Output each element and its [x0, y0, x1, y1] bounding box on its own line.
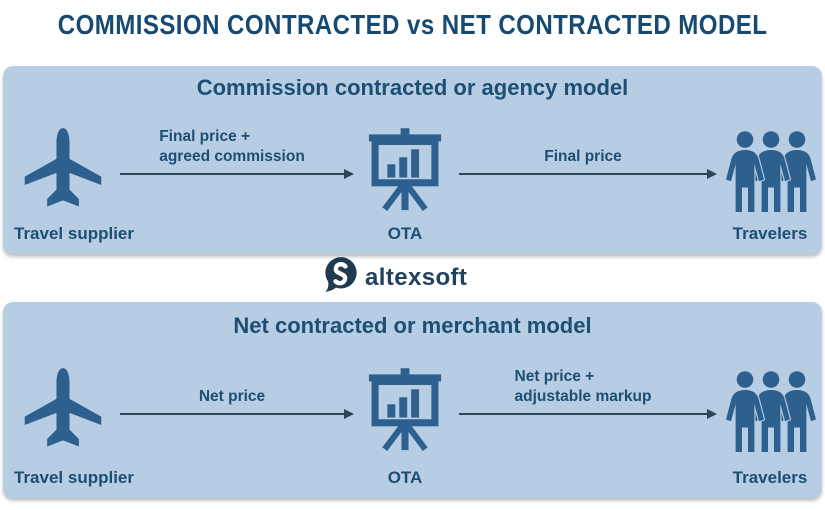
- flow-line-1: Net price +: [514, 368, 595, 385]
- flow-label-ota-to-travelers: Net price + adjustable markup: [459, 367, 707, 407]
- travelers-label: Travelers: [732, 224, 808, 243]
- flow-line-2: agreed commission: [159, 148, 305, 165]
- flow-label-supplier-to-ota: Net price: [120, 387, 344, 407]
- panel-net-model: Net contracted or merchant model Travel …: [3, 302, 822, 498]
- flow-line-1: Final price +: [159, 128, 251, 145]
- arrow-ota-to-travelers: [459, 169, 717, 179]
- flow-line-1: Net price: [198, 388, 266, 405]
- altexsoft-logo: altexsoft: [0, 254, 825, 300]
- arrow-supplier-to-ota: [120, 409, 354, 419]
- panel-heading: Commission contracted or agency model: [196, 75, 629, 100]
- airplane-icon: [24, 368, 102, 447]
- travel-supplier-label: Travel supplier: [14, 224, 134, 243]
- travel-supplier-label: Travel supplier: [14, 468, 134, 487]
- flow-line-2: adjustable markup: [514, 388, 652, 405]
- travelers-people-icon: [723, 368, 819, 456]
- altexsoft-logomark-icon: [324, 256, 358, 293]
- arrow-supplier-to-ota: [120, 169, 354, 179]
- panel-commission-model: Commission contracted or agency model Tr…: [3, 66, 822, 254]
- flow-label-ota-to-travelers: Final price: [459, 147, 707, 167]
- ota-label: OTA: [387, 224, 423, 243]
- ota-label: OTA: [387, 468, 423, 487]
- travelers-label: Travelers: [732, 468, 808, 487]
- altexsoft-logo-text: altexsoft: [365, 264, 468, 291]
- airplane-icon: [24, 128, 102, 207]
- panel-heading: Net contracted or merchant model: [233, 313, 592, 338]
- page-title: COMMISSION CONTRACTED vs NET CONTRACTED …: [57, 9, 768, 40]
- ota-presentation-chart-icon: [361, 128, 449, 220]
- flow-label-supplier-to-ota: Final price + agreed commission: [120, 127, 344, 167]
- flow-line-1: Final price: [544, 148, 622, 165]
- ota-presentation-chart-icon: [361, 368, 449, 460]
- travelers-people-icon: [723, 128, 819, 216]
- arrow-ota-to-travelers: [459, 409, 717, 419]
